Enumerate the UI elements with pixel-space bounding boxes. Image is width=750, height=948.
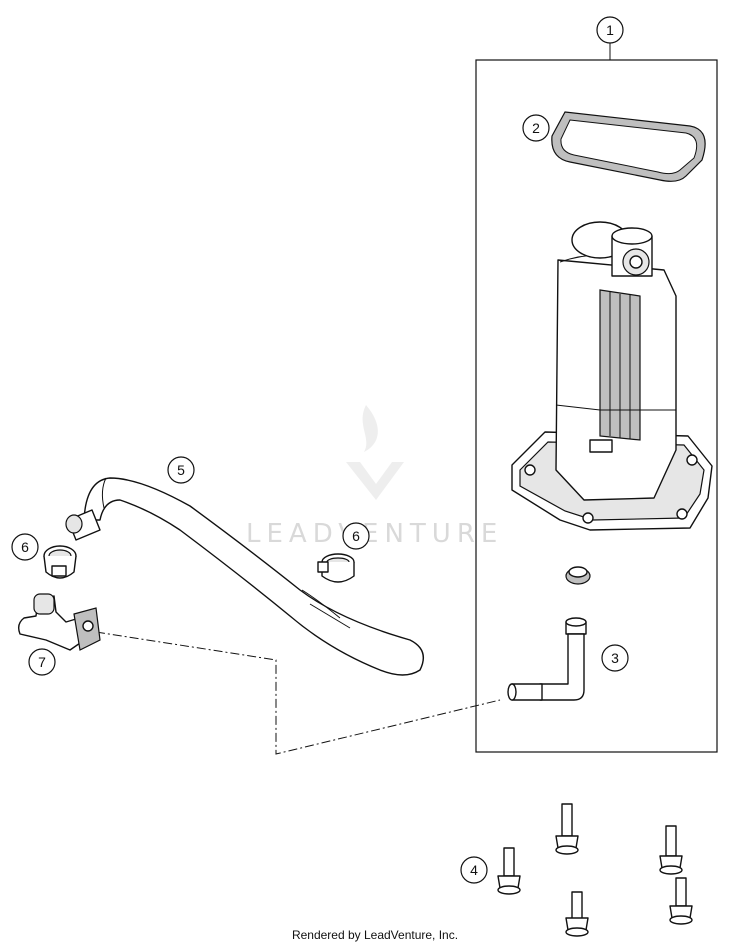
hose-clamp-left (43, 545, 77, 579)
callout-6b-label: 6 (352, 528, 360, 544)
watermark-logo-icon (346, 405, 404, 500)
callout-6b: 6 (342, 522, 370, 550)
watermark: LEADVENTURE (246, 405, 503, 549)
bolt-5 (669, 877, 693, 925)
gasket-ring (551, 111, 706, 182)
callout-5-label: 5 (177, 462, 185, 478)
callout-5: 5 (167, 456, 195, 484)
footer-credit: Rendered by LeadVenture, Inc. (291, 928, 459, 942)
bolt-1 (497, 847, 521, 895)
callout-2: 2 (522, 114, 550, 142)
callout-3: 3 (601, 644, 629, 672)
callout-4: 4 (460, 856, 488, 884)
bolt-3 (659, 825, 683, 875)
elbow-connector (507, 617, 587, 701)
bolt-2 (555, 803, 579, 855)
bolt-4 (565, 891, 589, 937)
callout-4-label: 4 (470, 862, 478, 878)
hose-clamp-right (317, 553, 355, 583)
fuel-pump-assembly (511, 221, 713, 531)
callout-6a: 6 (11, 533, 39, 561)
watermark-text: LEADVENTURE (246, 519, 503, 549)
callout-2-label: 2 (532, 120, 540, 136)
callout-6a-label: 6 (21, 539, 29, 555)
callout-3-label: 3 (611, 650, 619, 666)
small-seal (565, 566, 591, 585)
callout-1: 1 (596, 16, 624, 44)
callout-7-label: 7 (38, 654, 46, 670)
quick-connector (17, 593, 101, 651)
fuel-hose (65, 477, 424, 676)
callout-1-label: 1 (606, 22, 614, 38)
connection-leader (95, 631, 501, 755)
callout-7: 7 (28, 648, 56, 676)
assembly-box (475, 59, 718, 753)
